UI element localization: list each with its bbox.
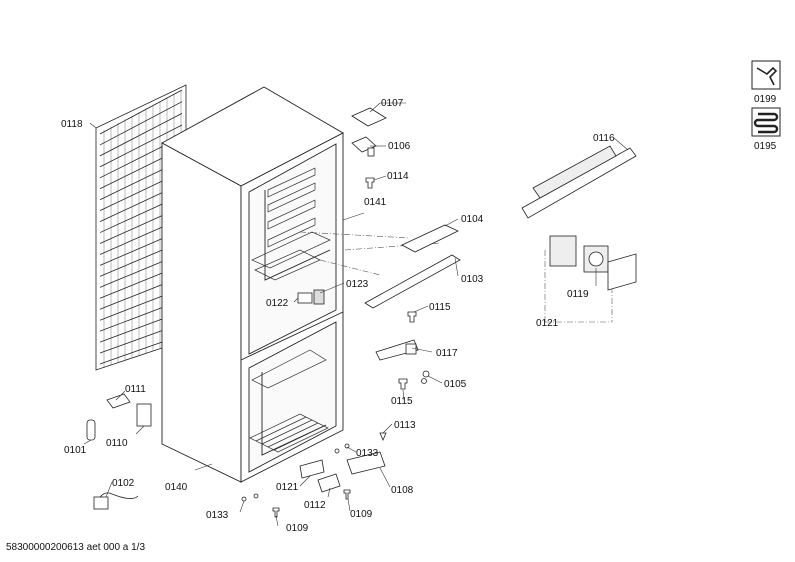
label-0117: 0117 [436,348,458,359]
label-0102: 0102 [112,478,135,489]
label-0112: 0112 [304,500,326,511]
label-0195: 0195 [754,141,777,152]
label-0110: 0110 [106,438,128,449]
refrigerant-coil-icon [751,107,781,137]
label-0105: 0105 [444,379,467,390]
cabinet [161,86,344,483]
label-0113: 0113 [394,420,416,431]
label-0141: 0141 [364,197,387,208]
label-0119: 0119 [567,289,589,300]
assembly-guide-lines [299,231,613,323]
label-0109b: 0109 [286,523,309,534]
label-0123: 0123 [346,279,369,290]
part-labels: 0107 0106 0114 0141 0104 0103 0123 0122 … [61,94,777,534]
parts [86,107,637,518]
document-footer: 58300000200613 aet 000 a 1/3 [6,542,146,553]
label-0101: 0101 [64,445,87,456]
label-0111: 0111 [125,384,146,395]
fridge-shelves [251,167,331,281]
coil-tube [99,89,183,135]
coil-tube [99,112,183,157]
label-0103: 0103 [461,274,484,285]
label-0107: 0107 [381,98,404,109]
label-0108: 0108 [391,485,414,496]
label-0109a: 0109 [350,509,373,520]
freezer-grid [249,349,329,453]
label-0106: 0106 [388,141,411,152]
label-0115b: 0115 [391,396,413,407]
label-0118: 0118 [61,119,83,130]
label-0140: 0140 [165,482,188,493]
label-0116: 0116 [593,133,615,144]
label-0199: 0199 [754,94,777,105]
label-0114: 0114 [387,171,409,182]
coil-tube [99,101,183,146]
label-0104: 0104 [461,214,484,225]
label-0133a: 0133 [356,448,379,459]
label-0115a: 0115 [429,302,451,313]
service-icon [751,60,781,90]
label-0121b: 0121 [536,318,559,329]
coil-tube [99,124,183,168]
label-0133b: 0133 [206,510,229,521]
label-0121a: 0121 [276,482,299,493]
leader-lines [83,102,629,527]
label-0122: 0122 [266,298,289,309]
